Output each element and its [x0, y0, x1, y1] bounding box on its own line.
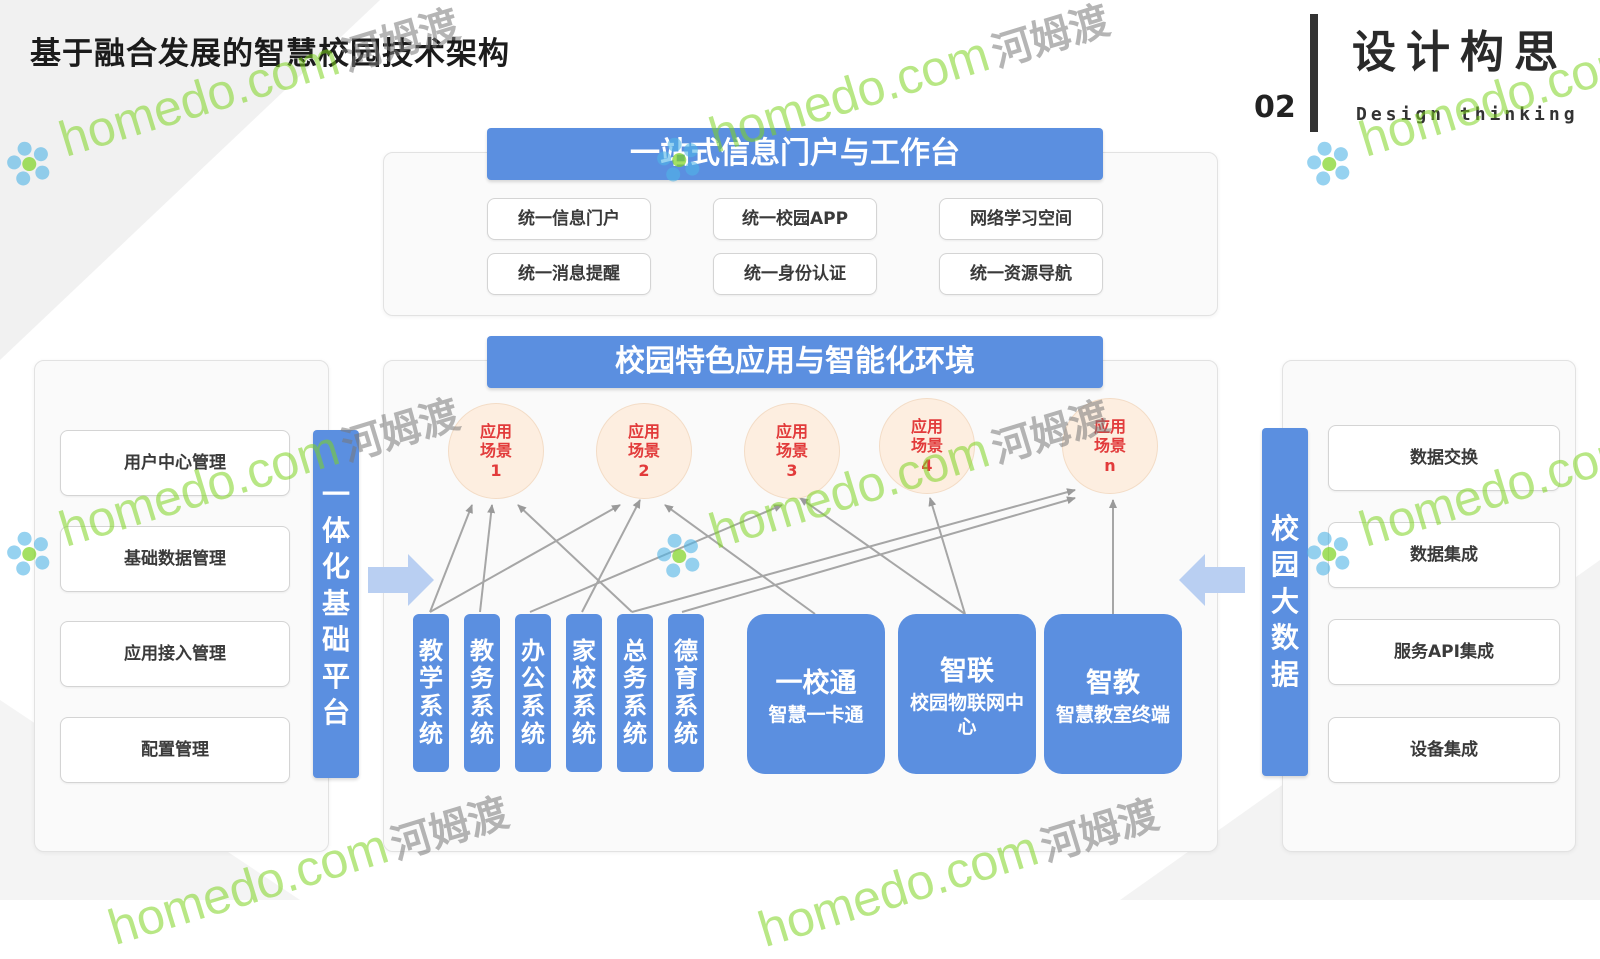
- scene-label-line1: 应用: [627, 422, 660, 442]
- big-box-title: 一校通: [775, 667, 857, 699]
- left-item-app-access: 应用接入管理: [60, 621, 290, 687]
- scene-label-line2: 场景: [775, 441, 808, 461]
- scene-label-line1: 应用: [1093, 417, 1126, 437]
- connector-arrow: [581, 499, 641, 613]
- connector-arrow: [479, 504, 496, 613]
- scene-label-line3: n: [1104, 455, 1116, 475]
- scene-label-line2: 场景: [627, 441, 660, 461]
- big-box-title: 智联: [940, 655, 994, 687]
- scene-label-line3: 4: [921, 455, 933, 475]
- scene-label-line3: 3: [786, 460, 798, 480]
- scene-label-line2: 场景: [910, 436, 943, 456]
- left-item-config: 配置管理: [60, 717, 290, 783]
- right-platform-pillar: 校 园 大 数 据: [1262, 428, 1308, 776]
- big-box-subtitle: 智慧一卡通: [768, 703, 864, 726]
- system-box-office: 办公系统: [515, 614, 551, 772]
- slide-title: 基于融合发展的智慧校园技术架构: [30, 36, 510, 72]
- connector-arrow: [664, 504, 816, 615]
- big-box-title: 智教: [1086, 667, 1140, 699]
- portal-item-message-reminder: 统一消息提醒: [487, 253, 651, 295]
- big-box-subtitle: 校园物联网中心: [909, 691, 1024, 738]
- big-box-campus-card: 一校通 智慧一卡通: [747, 614, 885, 774]
- big-box-smart-classroom: 智教 智慧教室终端: [1044, 614, 1182, 774]
- section-number: 02: [1254, 90, 1296, 125]
- system-box-moral-education: 德育系统: [668, 614, 704, 772]
- portal-item-learning-space: 网络学习空间: [939, 198, 1103, 240]
- connector-arrow: [928, 497, 966, 615]
- portal-item-info-portal: 统一信息门户: [487, 198, 651, 240]
- portal-banner: 一站式信息门户与工作台: [487, 128, 1103, 180]
- portal-item-campus-app: 统一校园APP: [713, 198, 877, 240]
- scene-circle-2: 应用 场景 2: [596, 403, 692, 499]
- connector-arrow: [529, 504, 783, 613]
- connector-arrow: [799, 497, 966, 615]
- section-subtitle: Design thinking: [1356, 104, 1579, 125]
- right-flow-arrow: [1179, 554, 1245, 606]
- big-box-iot: 智联 校园物联网中心: [898, 614, 1036, 774]
- right-item-device-integration: 设备集成: [1328, 717, 1560, 783]
- right-item-data-integration: 数据集成: [1328, 522, 1560, 588]
- scene-circle-4: 应用 场景 4: [879, 398, 975, 494]
- scene-label-line1: 应用: [479, 422, 512, 442]
- scene-circle-n: 应用 场景 n: [1062, 398, 1158, 494]
- connector-arrow: [681, 496, 1076, 613]
- connector-arrow: [429, 504, 621, 613]
- big-box-subtitle: 智慧教室终端: [1055, 703, 1170, 726]
- system-box-general-affairs: 总务系统: [617, 614, 653, 772]
- scene-label-line1: 应用: [910, 417, 943, 437]
- system-box-home-school: 家校系统: [566, 614, 602, 772]
- connector-arrow: [631, 488, 1076, 613]
- scene-label-line2: 场景: [1093, 436, 1126, 456]
- portal-item-resource-nav: 统一资源导航: [939, 253, 1103, 295]
- right-item-api-integration: 服务API集成: [1328, 619, 1560, 685]
- system-box-teaching: 教学系统: [413, 614, 449, 772]
- left-platform-pillar: 一 体 化 基 础 平 台: [313, 430, 359, 778]
- left-item-user-center: 用户中心管理: [60, 430, 290, 496]
- scene-circle-3: 应用 场景 3: [744, 403, 840, 499]
- right-item-data-exchange: 数据交换: [1328, 425, 1560, 491]
- connector-arrow: [429, 504, 473, 613]
- section-title: 设计构思: [1352, 27, 1568, 78]
- scene-label-line1: 应用: [775, 422, 808, 442]
- left-flow-arrow: [368, 554, 434, 606]
- section-divider: [1310, 14, 1318, 132]
- system-box-academic: 教务系统: [464, 614, 500, 772]
- portal-item-identity-auth: 统一身份认证: [713, 253, 877, 295]
- scene-circle-1: 应用 场景 1: [448, 403, 544, 499]
- connector-arrow: [517, 504, 633, 613]
- left-item-basic-data: 基础数据管理: [60, 526, 290, 592]
- scene-label-line3: 2: [638, 460, 650, 480]
- connector-arrows: [368, 488, 1245, 615]
- scene-label-line3: 1: [490, 460, 502, 480]
- scene-label-line2: 场景: [479, 441, 512, 461]
- apps-banner: 校园特色应用与智能化环境: [487, 336, 1103, 388]
